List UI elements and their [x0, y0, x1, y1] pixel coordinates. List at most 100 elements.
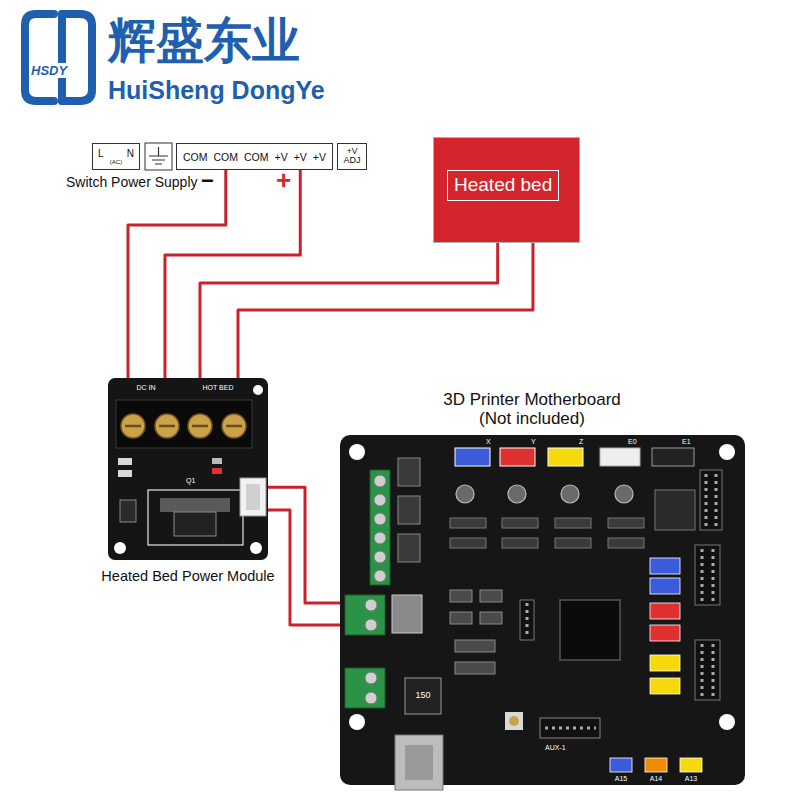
- power-module-board: [108, 378, 268, 560]
- terminal-name: +V: [294, 151, 307, 163]
- pin-name: Z: [579, 438, 583, 445]
- motherboard-illustration: [680, 758, 702, 772]
- motherboard-illustration: [600, 448, 640, 466]
- brand-logo: [25, 14, 54, 101]
- motherboard-illustration: [349, 714, 365, 730]
- terminal-name: N: [127, 148, 134, 159]
- motherboard-illustration: [502, 518, 538, 528]
- power-module-board: [118, 458, 132, 465]
- earth-terminal: [145, 143, 172, 170]
- power-module-board: [118, 470, 132, 477]
- pin-name: E1: [682, 438, 691, 445]
- brand-name: 辉盛东业: [108, 16, 300, 64]
- power-module-board: [240, 478, 266, 516]
- terminal-name: ADJ: [343, 156, 360, 166]
- part-ref: 150: [415, 691, 430, 700]
- motherboard-illustration: [398, 534, 420, 562]
- motherboard-illustration: [520, 600, 534, 640]
- motherboard-illustration: [508, 485, 526, 503]
- power-module-board: [121, 414, 246, 438]
- motherboard-illustration: [365, 619, 377, 631]
- brand-name: HuiSheng DongYe: [108, 78, 325, 103]
- motherboard-illustration: [374, 475, 386, 487]
- power-module-board: [116, 400, 252, 448]
- motherboard-illustration: [374, 570, 386, 582]
- power-module-board: [160, 498, 230, 512]
- motherboard-illustration: [345, 668, 385, 708]
- motherboard-illustration: [655, 490, 695, 530]
- polarity-sign: −: [201, 170, 214, 192]
- motherboard-illustration: [365, 599, 377, 611]
- power-module-board: [148, 490, 243, 545]
- motherboard-illustration: [650, 625, 680, 641]
- motherboard-illustration: [456, 485, 474, 503]
- motherboard-illustration: [374, 475, 386, 582]
- power-module-board: [246, 484, 260, 510]
- earth-terminal: [149, 147, 168, 164]
- power-module: Heated Bed Power Module: [108, 378, 268, 560]
- motherboard-illustration: [374, 494, 386, 506]
- motherboard-illustration: [702, 549, 713, 696]
- motherboard-illustration: [365, 672, 377, 684]
- wire: [128, 170, 226, 378]
- power-module-board: [125, 425, 242, 428]
- logo-mark: HSDY: [29, 63, 69, 78]
- component-title: Heated Bed Power Module: [101, 569, 274, 585]
- component-name: Heated bed: [447, 170, 559, 201]
- motherboard-illustration: [650, 678, 680, 694]
- power-module-board: [108, 378, 268, 560]
- motherboard-illustration: [502, 538, 538, 548]
- motherboard-illustration: [608, 518, 644, 528]
- brand-logo: [62, 14, 92, 101]
- motherboard-illustration: [610, 758, 632, 772]
- terminal-name: +V: [275, 151, 288, 163]
- motherboard-illustration: [650, 558, 680, 574]
- motherboard-illustration: [455, 640, 495, 652]
- pin-name: HOT BED: [203, 384, 234, 391]
- pin-name: X: [486, 438, 491, 445]
- motherboard-illustration: [374, 551, 386, 563]
- power-module-board: [120, 500, 136, 522]
- part-ref: Q1: [186, 477, 195, 484]
- motherboard-illustration: [526, 603, 529, 637]
- heated-bed: Heated bed: [433, 137, 580, 243]
- motherboard-illustration: [450, 518, 486, 528]
- motherboard-illustration: [545, 727, 596, 730]
- motherboard-illustration: [615, 485, 633, 503]
- pin-name: Y: [531, 438, 536, 445]
- pin-name: A14: [650, 775, 662, 782]
- earth-terminal: [145, 143, 172, 170]
- motherboard-illustration: [555, 538, 591, 548]
- motherboard-illustration: [455, 662, 495, 674]
- pin-name: DC IN: [136, 384, 155, 391]
- motherboard-illustration: [500, 448, 535, 466]
- wire: [238, 243, 533, 378]
- motherboard-illustration: [505, 712, 523, 730]
- motherboard-illustration: [340, 435, 745, 790]
- power-module-board: [212, 458, 222, 464]
- motherboard-illustration: [398, 496, 420, 524]
- terminal-box: COMCOMCOM+V+V+V: [176, 143, 333, 170]
- motherboard-illustration: [405, 678, 441, 714]
- motherboard-illustration: [395, 735, 443, 790]
- part-name: Switch Power Supply: [66, 175, 198, 189]
- motherboard-illustration: [392, 595, 422, 633]
- motherboard-illustration: [509, 716, 519, 726]
- power-module-board: [253, 385, 263, 395]
- motherboard-illustration: [455, 448, 490, 466]
- motherboard-illustration: [405, 745, 433, 780]
- brand-logo: [58, 14, 66, 101]
- motherboard-illustration: [450, 518, 644, 548]
- motherboard-illustration: [650, 603, 680, 619]
- motherboard-illustration: [608, 538, 644, 548]
- terminal-name: L: [98, 148, 104, 159]
- motherboard-illustration: [645, 758, 667, 772]
- motherboard-illustration: [370, 470, 390, 585]
- brand-logo: [25, 14, 92, 101]
- pin-name: A15: [615, 775, 627, 782]
- terminal-name: +V: [347, 147, 358, 156]
- power-module-board: [174, 512, 216, 536]
- motherboard-illustration: [349, 444, 365, 460]
- motherboard-illustration: [450, 538, 486, 548]
